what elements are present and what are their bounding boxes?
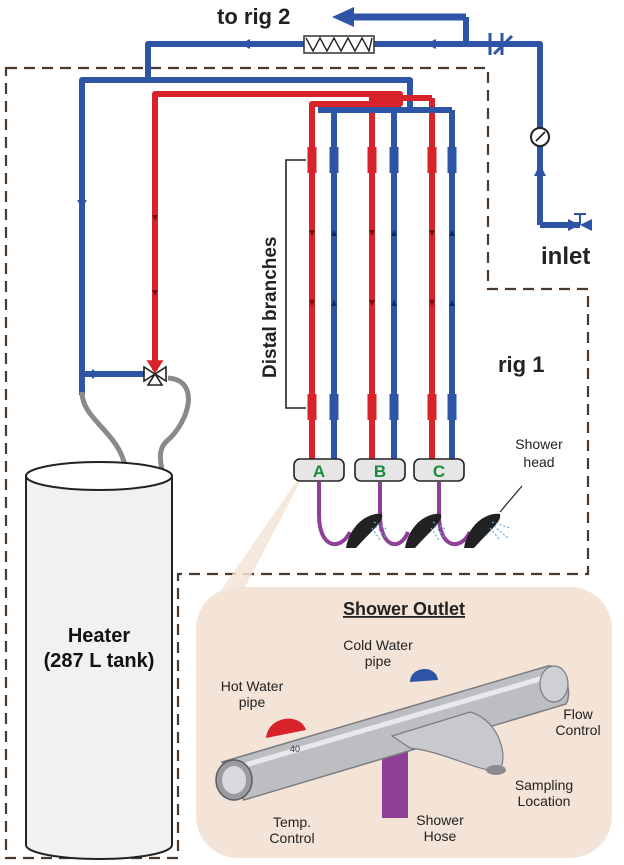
distal-branches-label: Distal branches — [260, 237, 281, 379]
heater-hoses — [79, 375, 191, 471]
cold-water-label-2: pipe — [365, 653, 392, 669]
flow-control-label: Flow — [563, 706, 593, 722]
outlet-letter-c: C — [433, 462, 445, 481]
heater-capacity-label: (287 L tank) — [44, 650, 155, 672]
shower-head-label-2: head — [523, 454, 554, 470]
outlet-box-b: B — [354, 458, 406, 482]
shower-hose-label-2: Hose — [424, 828, 457, 844]
branch-flow-arrows — [152, 215, 455, 306]
to-rig2-arrow — [332, 7, 466, 27]
cold-water-stub — [410, 668, 438, 682]
pressure-gauge-icon — [530, 127, 550, 147]
hot-water-stub — [266, 718, 306, 738]
outlet-box-c: C — [413, 458, 465, 482]
distal-bracket — [285, 159, 306, 409]
inset-title: Shower Outlet — [343, 599, 465, 619]
temp-control-label: Temp. — [273, 814, 311, 830]
to-rig2-label: to rig 2 — [217, 4, 290, 29]
dial-mark: 40 — [290, 744, 300, 754]
flow-control-label-2: Control — [555, 722, 600, 738]
hot-water-label-2: pipe — [239, 694, 266, 710]
inlet-label: inlet — [541, 243, 590, 270]
shower-head-label: Shower — [515, 436, 563, 452]
pipe-fittings — [307, 147, 457, 420]
shower-head-pointer — [499, 485, 523, 513]
heater-label: Heater — [68, 625, 130, 647]
heat-exchanger-icon — [303, 35, 375, 54]
shower-hoses — [317, 482, 472, 547]
water-spray — [371, 521, 511, 541]
inlet-valve-icon — [568, 213, 592, 231]
cold-water-label: Cold Water — [343, 637, 413, 653]
shower-hose-label: Shower — [416, 812, 464, 828]
sampling-location-label: Sampling — [515, 777, 573, 793]
rig1-label: rig 1 — [498, 352, 544, 377]
flow-arrows — [77, 39, 546, 379]
inset-connector — [206, 482, 300, 612]
check-valve-icon — [488, 33, 514, 56]
outlet-letter-b: B — [374, 462, 386, 481]
outlet-letter-a: A — [313, 462, 325, 481]
temp-control-label-2: Control — [269, 830, 314, 846]
heater-tank — [25, 461, 173, 860]
outlet-box-a: A — [293, 458, 345, 482]
mixing-valve-icon — [143, 360, 167, 386]
hot-water-label: Hot Water — [221, 678, 284, 694]
sampling-location-label-2: Location — [518, 793, 571, 809]
shower-outlet-inset: Shower Outlet 40 Cold Water pipe Hot Wat… — [196, 587, 612, 858]
shower-hose-stub — [382, 752, 408, 818]
shower-head-icons — [346, 513, 501, 548]
